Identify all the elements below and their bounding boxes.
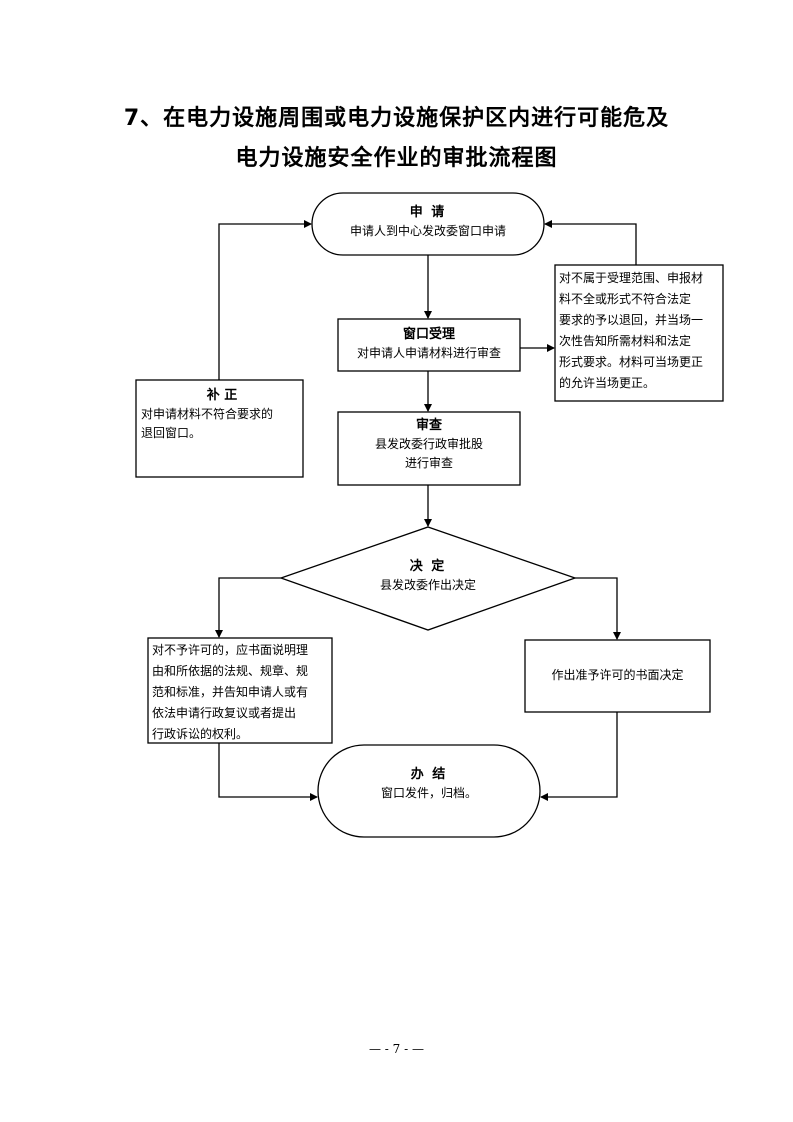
review-box-shape <box>337 411 521 486</box>
review-node: 审查 县发改委行政审批股 进行审查 <box>338 416 520 473</box>
reject-info-box-shape <box>554 264 724 402</box>
decide-heading: 决 定 <box>409 559 447 574</box>
approve-node: 作出准予许可的书面决定 <box>525 666 710 685</box>
done-node: 办 结 窗口发件，归档。 <box>318 765 540 803</box>
review-description-1: 县发改委行政审批股 <box>374 437 483 451</box>
apply-node: 申 请 申请人到中心发改委窗口申请 <box>312 203 544 241</box>
page-title-line1: 7、在电力设施周围或电力设施保护区内进行可能危及 <box>123 106 670 131</box>
arrow-deny-to-done <box>218 743 318 801</box>
deny-line: 行政诉讼的权利。 <box>152 727 249 741</box>
correct-node: 补 正 对申请材料不符合要求的 退回窗口。 <box>136 386 303 443</box>
apply-description: 申请人到中心发改委窗口申请 <box>349 224 506 238</box>
approve-description: 作出准予许可的书面决定 <box>551 668 684 682</box>
done-heading: 办 结 <box>410 767 448 782</box>
arrow-decide-to-approve <box>575 577 621 640</box>
deny-node: 对不予许可的，应书面说明理 由和所依据的法规、规章、规 范和标准，并告知申请人或… <box>148 638 332 747</box>
reject-info-node: 对不属于受理范围、申报材 料不全或形式不符合法定 要求的予以退回，并当场一 次性… <box>555 266 723 396</box>
arrow-reject-info-to-apply <box>544 220 637 265</box>
accept-description: 对申请人申请材料进行审查 <box>356 346 501 360</box>
deny-box-shape <box>147 637 333 744</box>
deny-line: 依法申请行政复议或者提出 <box>152 706 297 720</box>
accept-box-shape <box>337 318 521 372</box>
correct-description-2: 退回窗口。 <box>141 426 202 440</box>
correct-heading: 补 正 <box>206 388 238 403</box>
done-description: 窗口发件，归档。 <box>380 786 477 800</box>
reject-info-line: 对不属于受理范围、申报材 <box>559 271 704 285</box>
review-heading: 审查 <box>415 418 442 433</box>
decide-diamond-shape <box>279 526 577 631</box>
apply-heading: 申 请 <box>409 205 447 220</box>
arrow-approve-to-done <box>540 712 618 801</box>
correct-description-1: 对申请材料不符合要求的 <box>141 407 274 421</box>
accept-node: 窗口受理 对申请人申请材料进行审查 <box>338 325 520 363</box>
deny-line: 由和所依据的法规、规章、规 <box>152 664 309 678</box>
reject-info-line: 料不全或形式不符合法定 <box>559 292 692 306</box>
reject-info-line: 要求的予以退回，并当场一 <box>559 313 704 327</box>
page-number: — - 7 - — <box>368 1042 424 1056</box>
decide-node: 决 定 县发改委作出决定 <box>328 557 528 595</box>
arrow-correct-to-apply <box>218 220 312 380</box>
done-terminal-shape <box>317 744 541 838</box>
page-title-line2: 电力设施安全作业的审批流程图 <box>235 146 558 171</box>
reject-info-line: 的允许当场更正。 <box>559 376 656 390</box>
reject-info-line: 形式要求。材料可当场更正 <box>559 355 704 369</box>
arrow-decide-to-deny <box>215 577 281 638</box>
decide-description: 县发改委作出决定 <box>379 578 476 592</box>
deny-line: 范和标准，并告知申请人或有 <box>152 685 309 699</box>
accept-heading: 窗口受理 <box>402 327 455 342</box>
reject-info-line: 次性告知所需材料和法定 <box>559 334 692 348</box>
review-description-2: 进行审查 <box>404 456 453 470</box>
deny-line: 对不予许可的，应书面说明理 <box>152 643 309 657</box>
